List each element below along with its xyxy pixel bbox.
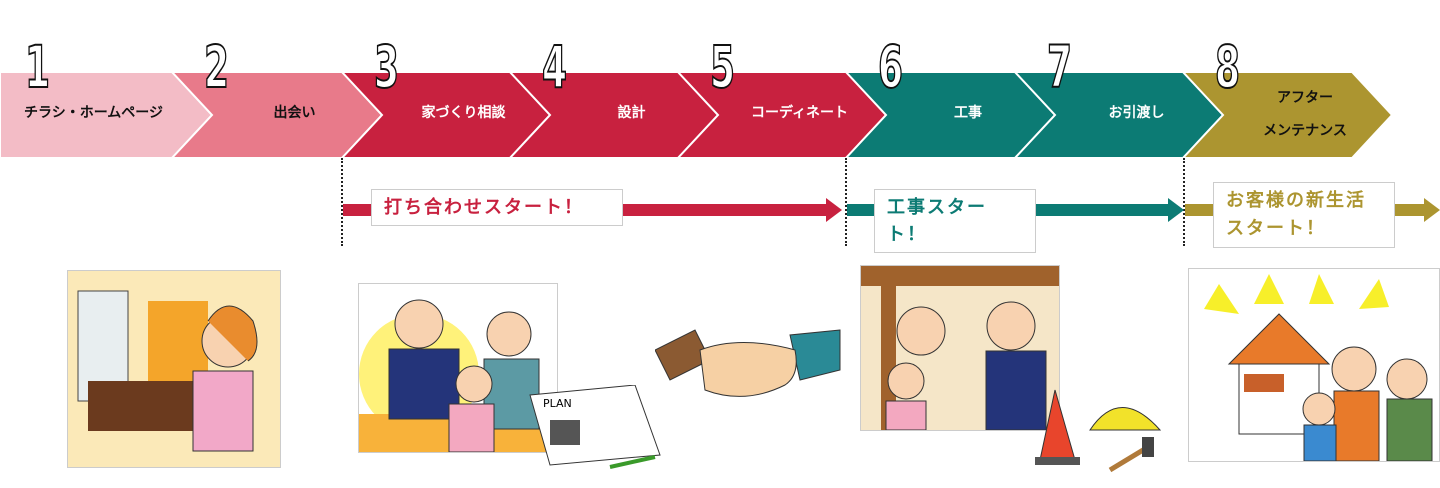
arrow-head-icon: [1168, 198, 1184, 222]
arrow-head-icon: [1424, 198, 1440, 222]
step-label-7: お引渡し: [1108, 105, 1165, 121]
phase-label-construction: 工事スタート！: [874, 189, 1036, 253]
step-number-7: 7: [1046, 33, 1073, 101]
step-label-4: 設計: [617, 105, 646, 121]
step-number-8: 8: [1214, 33, 1241, 101]
step-label-line2: メンテナンス: [1263, 123, 1347, 139]
step-label-6: 工事: [954, 105, 982, 121]
phase-label-newlife: お客様の新生活 スタート！: [1213, 182, 1395, 248]
svg-text:PLAN: PLAN: [543, 397, 572, 410]
phase-label-line2: スタート！: [1226, 218, 1326, 239]
step-number-1: 1: [24, 33, 51, 101]
illustration-woman-in-showroom: [67, 270, 281, 468]
arrow-head-icon: [826, 198, 842, 222]
step-number-5: 5: [709, 33, 736, 101]
step-chevron-8: [1180, 71, 1394, 159]
step-label-8: アフターメンテナンス: [1223, 82, 1387, 148]
step-number-4: 4: [541, 33, 568, 101]
step-label-line1: アフター: [1277, 90, 1333, 106]
phase-divider: [845, 158, 847, 246]
phase-divider: [341, 158, 343, 246]
phase-label-line1: お客様の新生活: [1226, 190, 1366, 211]
phase-divider: [1183, 158, 1185, 246]
illustration-handshake: [655, 329, 841, 397]
step-label-5: コーディネート: [750, 105, 849, 121]
step-label-2: 出会い: [273, 105, 316, 121]
illustration-construction-meeting: [860, 265, 1060, 431]
phase-label-consult: 打ち合わせスタート！: [371, 189, 623, 226]
illustration-family-new-home: [1188, 268, 1440, 462]
step-label-3: 家づくり相談: [421, 105, 506, 121]
step-number-3: 3: [373, 33, 400, 101]
step-number-2: 2: [203, 33, 230, 101]
illustration-family-consultation: [358, 283, 558, 453]
step-number-6: 6: [877, 33, 904, 101]
illustration-floor-plan: PLAN: [529, 385, 661, 469]
step-label-1: チラシ・ホームページ: [23, 105, 164, 121]
illustration-cone-helmet-hammer: [1035, 389, 1162, 473]
